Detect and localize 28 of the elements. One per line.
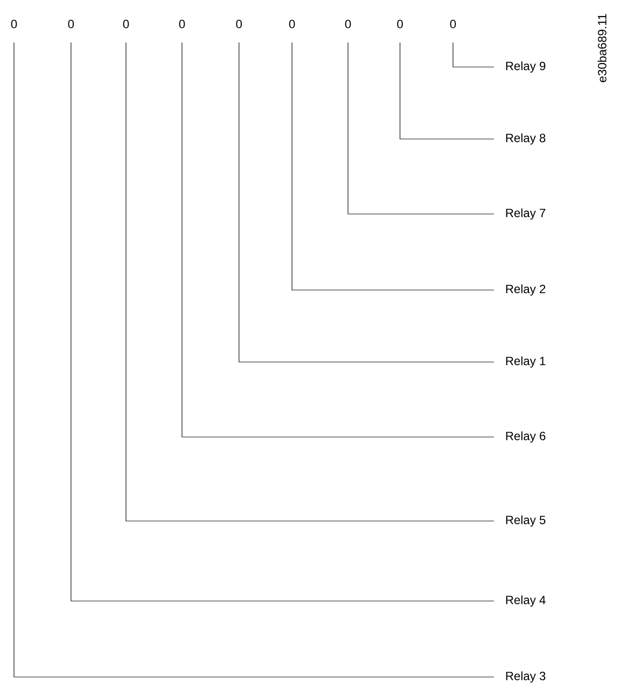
terminal-label: 0	[397, 20, 403, 28]
leader-line	[238, 42, 494, 362]
terminal-label: 0	[11, 20, 17, 28]
terminal-label: Relay 1	[506, 356, 546, 368]
leader-line	[400, 42, 494, 140]
leader-line	[452, 42, 494, 68]
terminal-label: 0	[450, 20, 456, 28]
terminal-label: Relay 5	[506, 515, 546, 527]
terminal-label: Relay 2	[506, 284, 546, 296]
terminal-label: 0	[179, 20, 185, 28]
terminal-label: 0	[345, 20, 351, 28]
drawing-number: e30ba689.11	[598, 14, 606, 82]
leader-line	[182, 42, 494, 438]
leader-line	[126, 42, 494, 522]
terminal-label: Relay 4	[506, 595, 546, 607]
terminal-label: Relay 3	[506, 671, 546, 683]
leader-line	[292, 42, 494, 290]
terminal-label: 0	[68, 20, 74, 28]
terminal-label: Relay 9	[506, 61, 546, 73]
leader-line	[70, 42, 494, 602]
terminal-label: 0	[123, 20, 129, 28]
terminal-label: Relay 6	[506, 431, 546, 443]
terminal-label: 0	[289, 20, 295, 28]
terminal-label: Relay 8	[506, 133, 546, 145]
terminal-label: 0	[236, 20, 242, 28]
leader-line	[348, 42, 494, 214]
leader-line	[14, 42, 494, 678]
terminal-label: Relay 7	[506, 208, 546, 220]
